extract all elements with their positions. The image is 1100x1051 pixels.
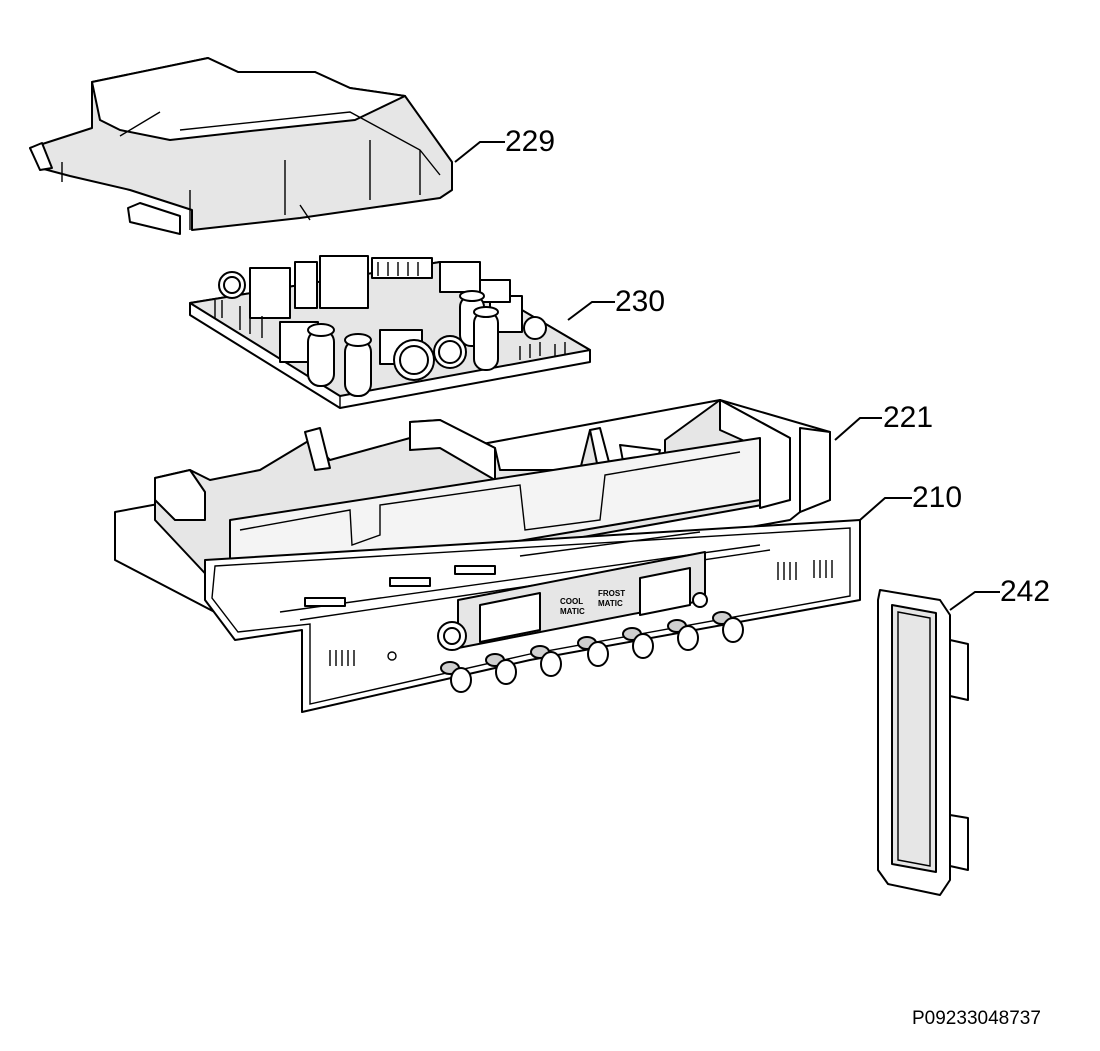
leader-229	[454, 141, 505, 163]
panel-buttons	[440, 611, 744, 693]
leader-242	[949, 591, 1000, 611]
leader-210	[859, 497, 912, 521]
side-end-cap-242	[877, 589, 969, 896]
callout-230: 230	[615, 285, 665, 318]
circuit-board-230	[189, 255, 591, 409]
control-panel-210: COOL MATIC FROST MATIC	[204, 519, 861, 713]
top-cover-229	[29, 57, 453, 235]
callout-221: 221	[883, 401, 933, 434]
callout-242: 242	[1000, 575, 1050, 608]
panel-label-matic-2: MATIC	[598, 599, 623, 608]
leader-230	[567, 301, 615, 321]
callout-229: 229	[505, 125, 555, 158]
panel-label-frost: FROST	[598, 589, 625, 598]
leader-221	[834, 417, 882, 441]
panel-label-matic-1: MATIC	[560, 607, 585, 616]
panel-label-cool: COOL	[560, 597, 583, 606]
reference-code: P09233048737	[912, 1008, 1041, 1029]
callout-210: 210	[912, 481, 962, 514]
